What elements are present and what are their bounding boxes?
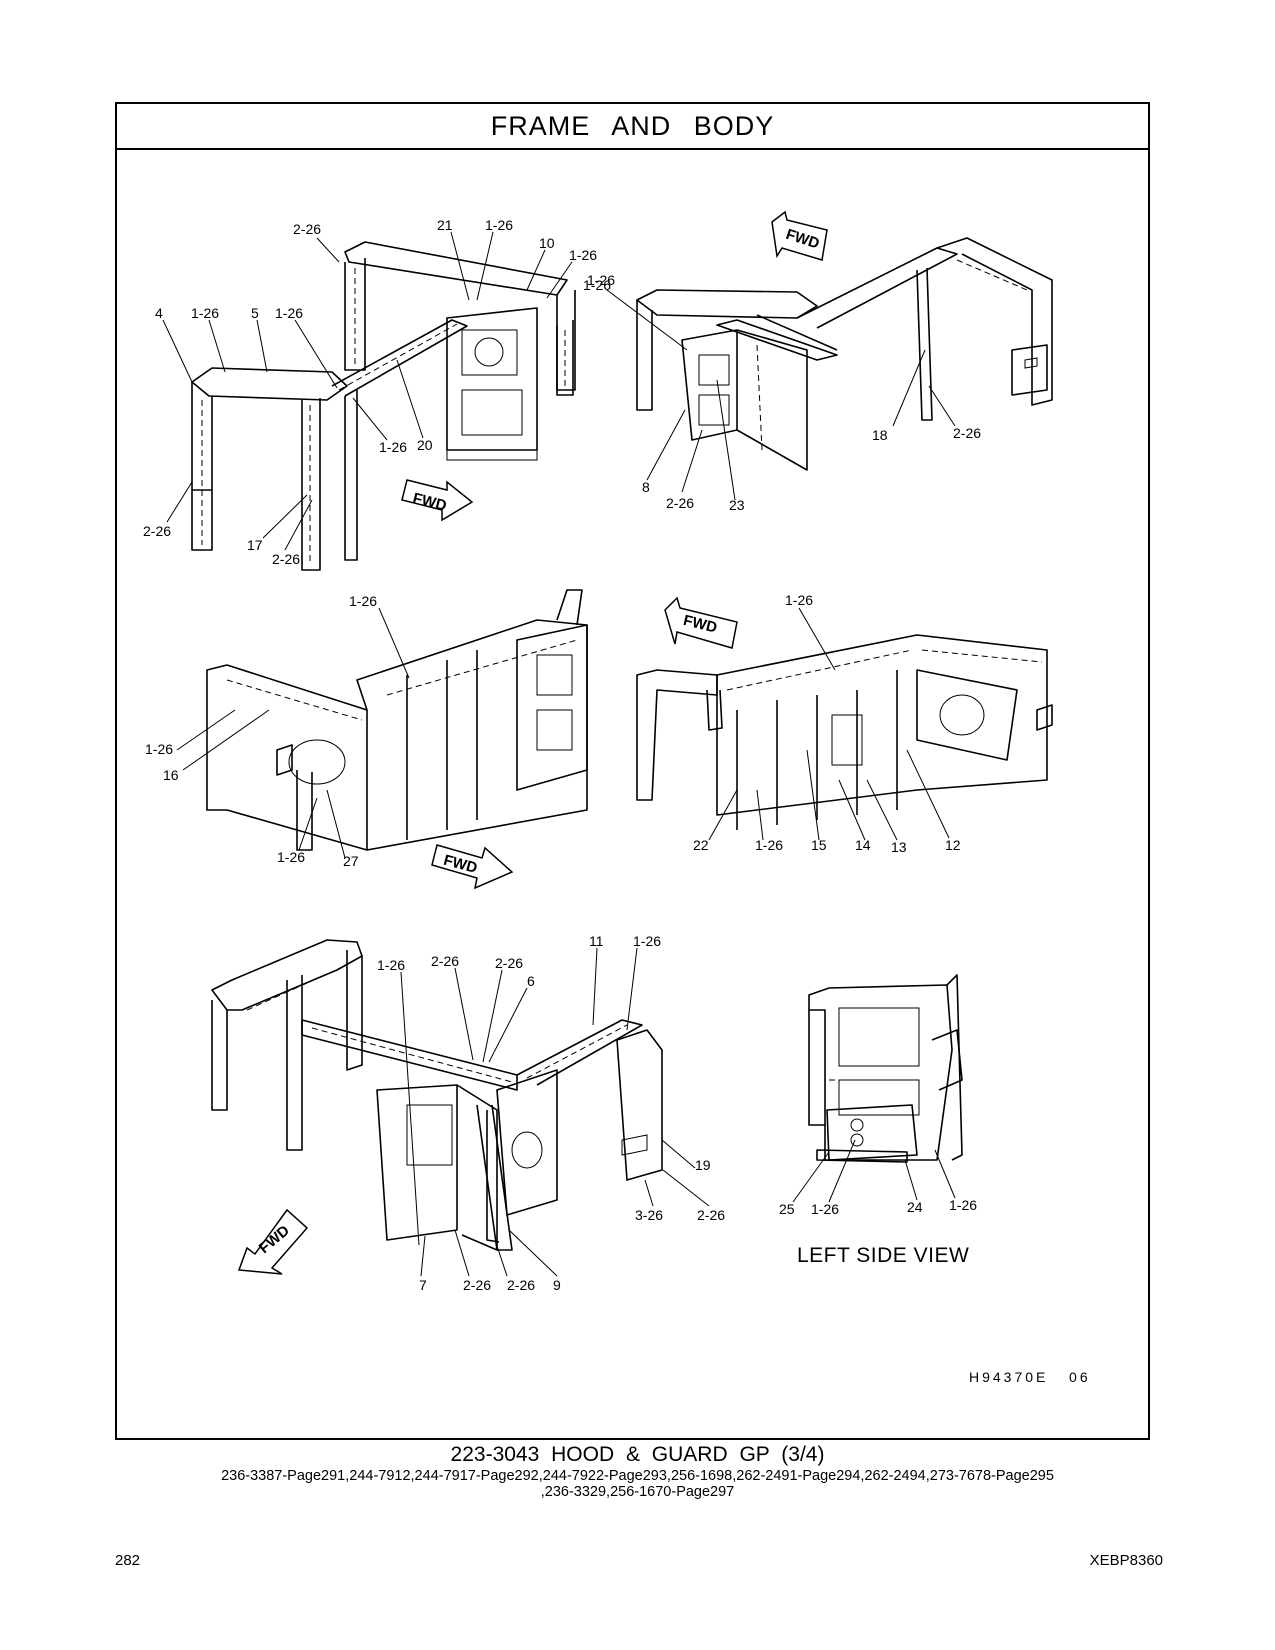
view6-callouts: 25 1-26 24 1-26 LEFT SIDE VIEW (779, 1139, 977, 1267)
callout: 2-26 (507, 1277, 535, 1293)
callout: 4 (155, 305, 163, 321)
callout: 8 (642, 479, 650, 495)
view3-frame-drawing (206, 589, 588, 851)
view2-fwd-arrow: FWD (771, 210, 828, 261)
callout: 17 (247, 537, 263, 553)
view2-callouts: 1-26 18 2-26 8 2-26 23 (587, 272, 981, 513)
callout: 18 (872, 427, 888, 443)
callout: 7 (419, 1277, 427, 1293)
callout: 1-26 (275, 305, 303, 321)
callout: 1-26 (277, 849, 305, 865)
view1-frame-drawing (191, 241, 576, 571)
callout: 1-26 (377, 957, 405, 973)
diagram-frame: FRAME AND BODY (115, 102, 1150, 1440)
callout: 16 (163, 767, 179, 783)
title-bar: FRAME AND BODY (117, 104, 1148, 150)
callout: 1-26 (379, 439, 407, 455)
document-code: XEBP8360 (1089, 1552, 1163, 1569)
callout: 12 (945, 837, 961, 853)
view1-fwd-arrow: FWD (401, 479, 474, 522)
callout: 22 (693, 837, 709, 853)
page-number: 282 (115, 1552, 141, 1569)
callout: 1-26 (569, 247, 597, 263)
view1-callouts: 2-26 21 1-26 10 1-26 1-26 4 1-26 5 1-26 … (143, 217, 611, 567)
callout: 14 (855, 837, 871, 853)
page-title: FRAME AND BODY (490, 110, 775, 141)
callout: 19 (695, 1157, 711, 1173)
callout: 6 (527, 973, 535, 989)
view4-frame-drawing (636, 634, 1053, 830)
callout: 20 (417, 437, 433, 453)
callout: 1-26 (191, 305, 219, 321)
callout: 2-26 (666, 495, 694, 511)
page-references-line2: ,236-3329,256-1670-Page297 (540, 1484, 735, 1500)
callout: 21 (437, 217, 453, 233)
callout: 24 (907, 1199, 923, 1215)
view2-frame-drawing (636, 237, 1053, 471)
callout: 15 (811, 837, 827, 853)
callout: 2-26 (495, 955, 523, 971)
callout: 1-26 (785, 592, 813, 608)
view4-fwd-arrow: FWD (664, 596, 738, 649)
callout: 27 (343, 853, 359, 869)
callout: 1-26 (633, 933, 661, 949)
view3-callouts: 1-26 1-26 16 1-26 27 (145, 593, 410, 869)
callout: 5 (251, 305, 259, 321)
page-references: 236-3387-Page291,244-7912,244-7917-Page2… (0, 1468, 1275, 1500)
callout: 1-26 (485, 217, 513, 233)
view5-callouts: 11 1-26 1-26 2-26 2-26 6 19 3-26 2-26 7 … (377, 933, 725, 1293)
callout: 2-26 (697, 1207, 725, 1223)
callout: 11 (589, 933, 604, 949)
callout: 25 (779, 1201, 795, 1217)
callout: 1-26 (145, 741, 173, 757)
callout: 10 (539, 235, 555, 251)
callout: 2-26 (143, 523, 171, 539)
callout: 1-26 (811, 1201, 839, 1217)
view5-fwd-arrow: FWD (237, 1208, 309, 1275)
view4-callouts: 1-26 22 1-26 15 14 13 12 (693, 592, 961, 855)
callout: 2-26 (463, 1277, 491, 1293)
callout: 9 (553, 1277, 561, 1293)
callout: 1-26 (949, 1197, 977, 1213)
callout: 1-26 (755, 837, 783, 853)
callout: 13 (891, 839, 907, 855)
callout: 1-26 (349, 593, 377, 609)
view6-side-drawing (808, 974, 963, 1163)
callout: 2-26 (953, 425, 981, 441)
view5-frame-drawing (211, 939, 663, 1251)
callout: 1-26 (587, 272, 615, 288)
page-references-line1: 236-3387-Page291,244-7912,244-7917-Page2… (221, 1468, 1054, 1484)
view3-fwd-arrow: FWD (431, 844, 514, 890)
left-side-view-label: LEFT SIDE VIEW (797, 1244, 969, 1267)
group-caption: 223-3043 HOOD & GUARD GP (3/4) (450, 1443, 825, 1466)
illustration-code: H94370E 06 (969, 1369, 1091, 1385)
callout: 23 (729, 497, 745, 513)
parts-illustration: FWD 2-26 21 1-26 10 1-26 1-26 4 1-26 (143, 210, 1091, 1385)
callout: 2-26 (431, 953, 459, 969)
callout: 3-26 (635, 1207, 663, 1223)
callout: 1-26 (583, 277, 611, 293)
callout: 2-26 (272, 551, 300, 567)
callout: 2-26 (293, 221, 321, 237)
